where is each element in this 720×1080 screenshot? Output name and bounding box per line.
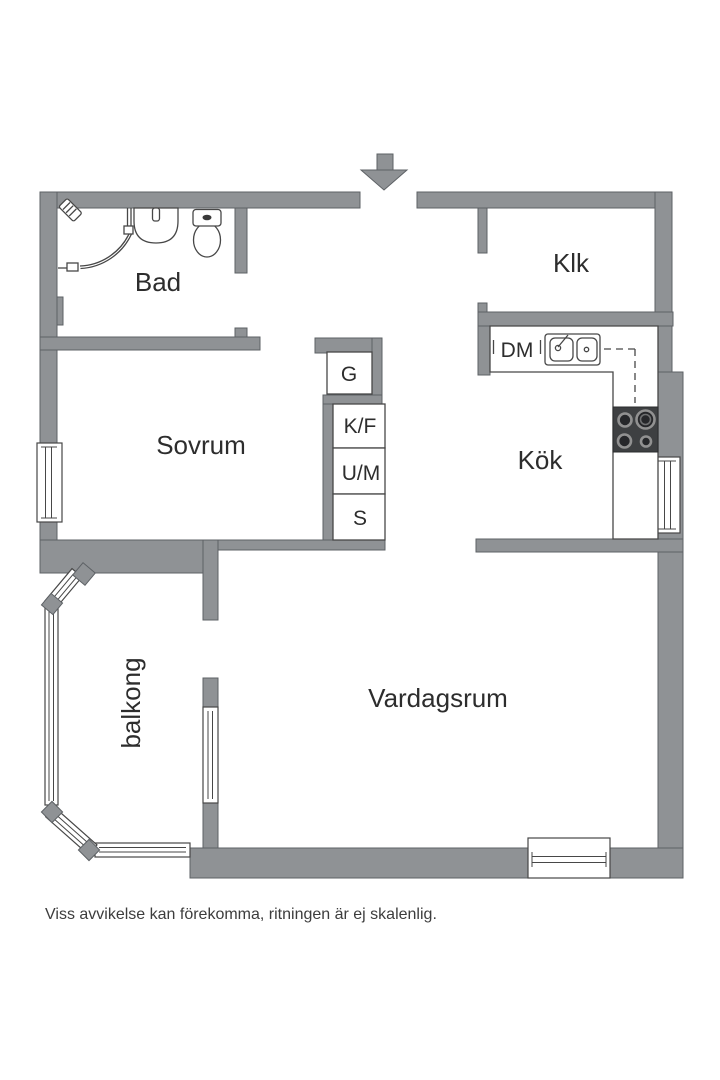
bathroom-right-wall bbox=[234, 207, 248, 274]
closet-units bbox=[326, 351, 386, 541]
balcony-joint-top bbox=[72, 562, 96, 586]
top-wall-right bbox=[416, 191, 673, 209]
washbasin-icon bbox=[133, 207, 179, 244]
klk-left-wall-upper bbox=[477, 207, 488, 254]
unit-label-dishwasher: DM bbox=[501, 339, 534, 362]
entrance-arrow-icon bbox=[359, 153, 409, 191]
unit-label-wardrobe: G bbox=[341, 363, 357, 386]
room-label-bedroom: Sovrum bbox=[156, 430, 246, 460]
room-label-kitchen: Kök bbox=[518, 445, 564, 475]
klk-bottom-wall bbox=[477, 311, 674, 327]
bedroom-window bbox=[36, 442, 63, 523]
labels: Bad Klk Sovrum Kök Vardagsrum balkong G … bbox=[45, 248, 590, 923]
balcony-glazing-bottom bbox=[94, 842, 191, 858]
top-wall-left bbox=[39, 191, 361, 209]
kitchen-sink-icon bbox=[544, 333, 601, 366]
balcony-door-window bbox=[202, 706, 219, 804]
closet-left-wall bbox=[322, 394, 334, 541]
counter-dashed-extension bbox=[604, 348, 636, 403]
closet-mid-strip bbox=[322, 394, 383, 405]
room-label-living-room: Vardagsrum bbox=[368, 683, 508, 713]
wardrobe-right-wall bbox=[371, 337, 383, 398]
room-label-closet-room: Klk bbox=[553, 248, 590, 278]
balcony-glazing-left bbox=[44, 606, 59, 806]
room-label-balcony: balkong bbox=[116, 657, 146, 748]
shower-icon bbox=[58, 198, 134, 272]
bedroom-bottom-wall bbox=[39, 539, 204, 574]
balcony-wall-lower bbox=[202, 801, 219, 849]
living-room-window bbox=[527, 837, 611, 879]
balcony-joint-left-bottom bbox=[40, 800, 64, 824]
unit-label-cleaning-closet: S bbox=[353, 507, 367, 530]
balcony-wall-upper bbox=[202, 539, 219, 621]
unit-label-washing-machine: U/M bbox=[342, 462, 381, 485]
room-label-bathroom: Bad bbox=[135, 267, 181, 297]
fridge-freezer-box bbox=[332, 403, 386, 449]
mid-thin-wall bbox=[217, 539, 386, 551]
balcony-wall-mid bbox=[202, 677, 219, 709]
bathroom-bottom-wall bbox=[39, 336, 261, 351]
toilet-icon bbox=[192, 208, 222, 258]
counter-left-stub bbox=[477, 325, 491, 376]
disclaimer-text: Viss avvikelse kan förekomma, ritningen … bbox=[45, 906, 437, 923]
unit-label-fridge-freezer: K/F bbox=[344, 415, 377, 438]
counter-outline bbox=[489, 325, 659, 540]
balcony-joint-left-top bbox=[40, 592, 64, 616]
cleaning-closet-box bbox=[332, 493, 386, 541]
bathroom-fixtures bbox=[58, 198, 222, 272]
kitchen-counter bbox=[489, 325, 659, 540]
kitchen-bottom-wall bbox=[475, 538, 684, 553]
right-wall-lower bbox=[657, 371, 684, 879]
left-wall-bump bbox=[56, 296, 64, 326]
balcony-joint-bottom bbox=[77, 838, 101, 862]
wardrobe-box bbox=[326, 351, 373, 395]
washer-box bbox=[332, 447, 386, 495]
stove-icon bbox=[612, 406, 659, 453]
